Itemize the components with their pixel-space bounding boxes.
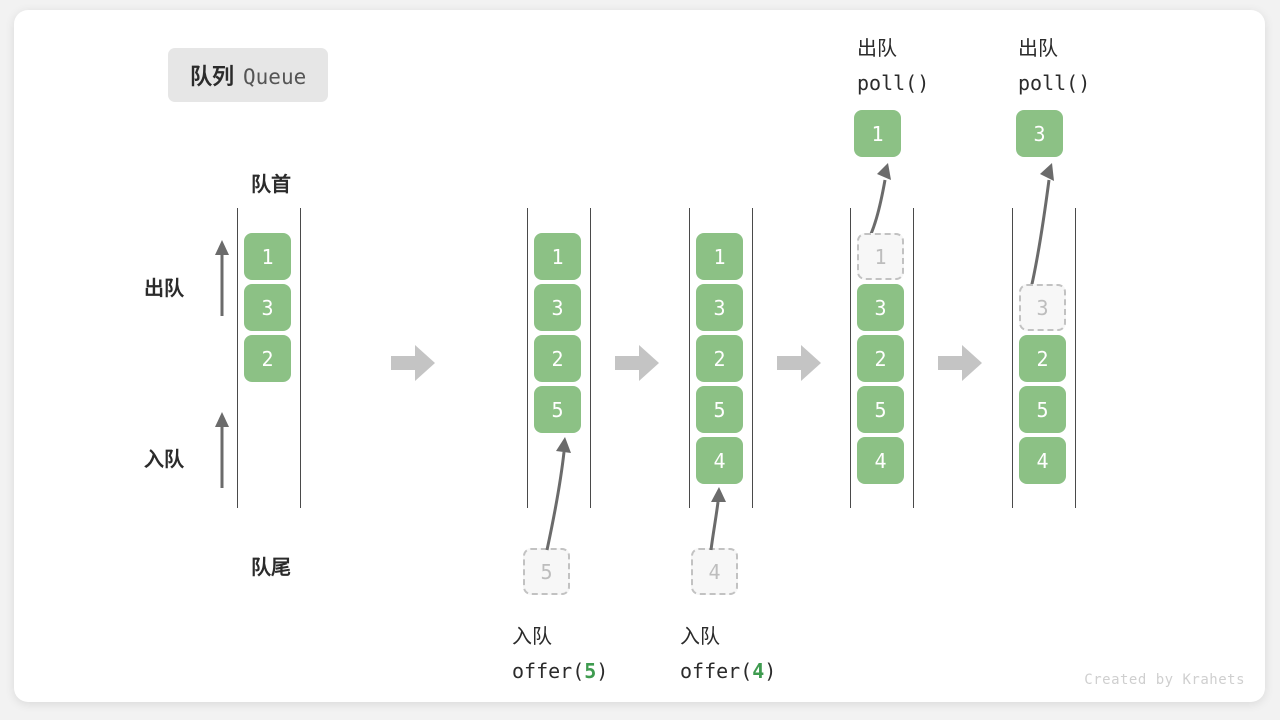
queue-box: 4	[857, 437, 904, 484]
queue-box: 5	[534, 386, 581, 433]
incoming-ghost-box: 4	[691, 548, 738, 595]
queue-box: 1	[696, 233, 743, 280]
incoming-ghost-box: 5	[523, 548, 570, 595]
enqueue-arrow-icon	[545, 437, 571, 551]
caption-line2: offer(4)	[680, 659, 777, 683]
enqueue-direction-arrow-icon	[215, 412, 229, 488]
op-title-line1: 出队	[1018, 38, 1058, 60]
queue-tail-label: 队尾	[251, 557, 291, 579]
dequeued-ghost-box: 1	[857, 233, 904, 280]
queue-box: 1	[244, 233, 291, 280]
op-title-line1: 出队	[857, 38, 897, 60]
step-arrow-1-icon	[391, 345, 435, 381]
queue-box: 2	[857, 335, 904, 382]
queue-head-label: 队首	[251, 174, 291, 196]
credit-text: Created by Krahets	[1084, 672, 1245, 688]
diagram-card: 队列 Queue 队首 队尾 出队 入队	[14, 10, 1265, 702]
caption-offer-4: 入队 offer(4)	[680, 620, 776, 688]
rail-left	[1012, 208, 1013, 508]
queue-box: 5	[857, 386, 904, 433]
rail-left	[237, 208, 238, 508]
queue-box: 4	[696, 437, 743, 484]
rail-right	[300, 208, 301, 508]
op-title-line2: poll()	[857, 71, 930, 95]
queue-box: 3	[534, 284, 581, 331]
queue-box: 3	[696, 284, 743, 331]
title-cn: 队列	[190, 64, 235, 89]
queue-box: 5	[1019, 386, 1066, 433]
dequeue-arrow-icon	[1026, 163, 1054, 302]
queue-box: 1	[534, 233, 581, 280]
dequeue-side-label: 出队	[144, 278, 184, 300]
dequeued-ghost-box: 3	[1019, 284, 1066, 331]
rail-right	[752, 208, 753, 508]
rail-right	[1075, 208, 1076, 508]
outgoing-box: 3	[1016, 110, 1063, 157]
queue-box: 3	[857, 284, 904, 331]
rail-right	[590, 208, 591, 508]
rail-right	[913, 208, 914, 508]
rail-left	[527, 208, 528, 508]
op-title-poll-1: 出队 poll()	[857, 32, 929, 100]
queue-box: 2	[1019, 335, 1066, 382]
dequeue-direction-arrow-icon	[215, 240, 229, 316]
enqueue-side-label: 入队	[144, 449, 184, 471]
rail-left	[689, 208, 690, 508]
op-title-line2: poll()	[1018, 71, 1091, 95]
caption-offer-5: 入队 offer(5)	[512, 620, 608, 688]
rail-left	[850, 208, 851, 508]
title-en: Queue	[243, 65, 307, 89]
queue-box: 2	[534, 335, 581, 382]
diagram-stage: 队列 Queue 队首 队尾 出队 入队	[14, 10, 1265, 702]
queue-box: 2	[244, 335, 291, 382]
queue-box: 5	[696, 386, 743, 433]
caption-line1: 入队	[680, 626, 720, 648]
step-arrow-4-icon	[938, 345, 982, 381]
caption-line2: offer(5)	[512, 659, 609, 683]
caption-line1: 入队	[512, 626, 552, 648]
step-arrow-2-icon	[615, 345, 659, 381]
queue-box: 4	[1019, 437, 1066, 484]
queue-box: 2	[696, 335, 743, 382]
step-arrow-3-icon	[777, 345, 821, 381]
op-title-poll-3: 出队 poll()	[1018, 32, 1090, 100]
diagram-title: 队列 Queue	[168, 48, 329, 102]
queue-box: 3	[244, 284, 291, 331]
outgoing-box: 1	[854, 110, 901, 157]
enqueue-arrow-icon	[709, 487, 726, 551]
